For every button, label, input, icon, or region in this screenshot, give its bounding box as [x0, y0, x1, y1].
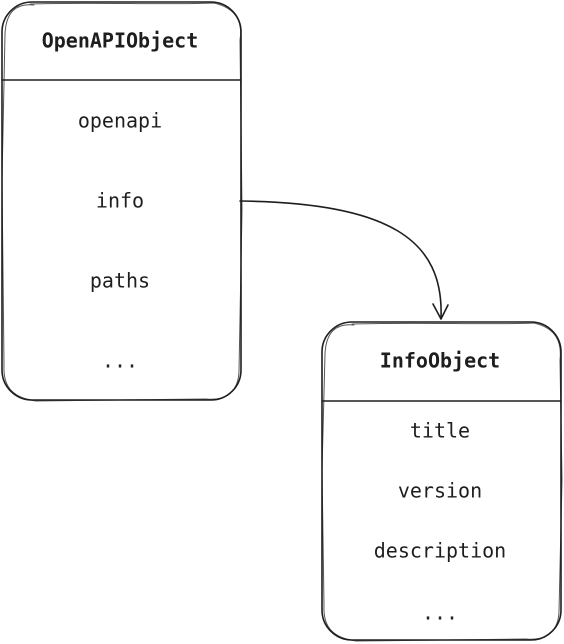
info-object-sketch-line	[321, 322, 563, 642]
info-field-title: title	[410, 419, 470, 443]
info-object-title: InfoObject	[380, 349, 500, 373]
openapi-field-openapi: openapi	[78, 109, 162, 133]
arrow-curve	[239, 200, 442, 319]
arrow-head	[432, 303, 449, 320]
openapi-field-info: info	[96, 189, 144, 213]
info-to-infoobject-arrow	[239, 200, 449, 320]
info-object-box[interactable]: InfoObject title version description ...	[321, 321, 563, 642]
openapi-field-ellipsis: ...	[102, 349, 138, 373]
openapi-field-paths: paths	[90, 269, 150, 293]
openapi-object-title: OpenAPIObject	[42, 29, 199, 53]
openapi-object-sketch-line	[1, 2, 243, 402]
info-field-description: description	[374, 539, 506, 563]
info-field-version: version	[398, 479, 482, 503]
info-field-ellipsis: ...	[422, 601, 458, 625]
openapi-object-box[interactable]: OpenAPIObject openapi info paths ...	[1, 1, 243, 402]
